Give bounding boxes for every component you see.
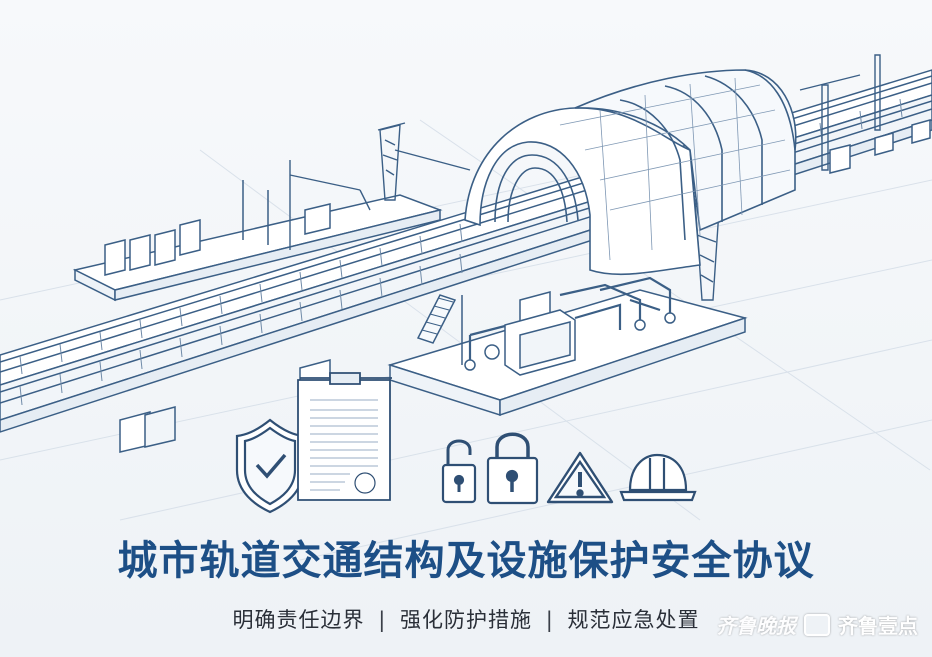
subtitle-part-protection: 强化防护措施 xyxy=(400,608,532,632)
watermark: 齐鲁晚报 齐鲁壹点 xyxy=(716,610,918,639)
shield-check-icon xyxy=(235,418,305,514)
hard-hat-icon xyxy=(619,453,697,502)
locked-padlock-icon xyxy=(486,432,539,505)
warning-triangle-icon xyxy=(546,451,614,504)
subtitle-part-responsibility: 明确责任边界 xyxy=(232,608,365,632)
subtitle-separator: | xyxy=(378,608,387,632)
poster-subtitle: 明确责任边界 | 强化防护措施 | 规范应急处置 xyxy=(0,604,932,634)
unlocked-padlock-icon xyxy=(441,439,477,504)
station-platform xyxy=(72,180,443,302)
watermark-logo-icon xyxy=(804,613,830,636)
watermark-brand: 齐鲁壹点 xyxy=(838,614,918,638)
subtitle-separator: | xyxy=(545,608,554,632)
tunnel-arches xyxy=(464,69,797,276)
subtitle-part-emergency: 规范应急处置 xyxy=(567,608,700,632)
poster-title: 城市轨道交通结构及设施保护安全协议 xyxy=(117,538,815,584)
equipment-platform xyxy=(387,276,748,417)
watermark-paper-name: 齐鲁晚报 xyxy=(716,614,796,638)
document-icon xyxy=(297,372,392,501)
